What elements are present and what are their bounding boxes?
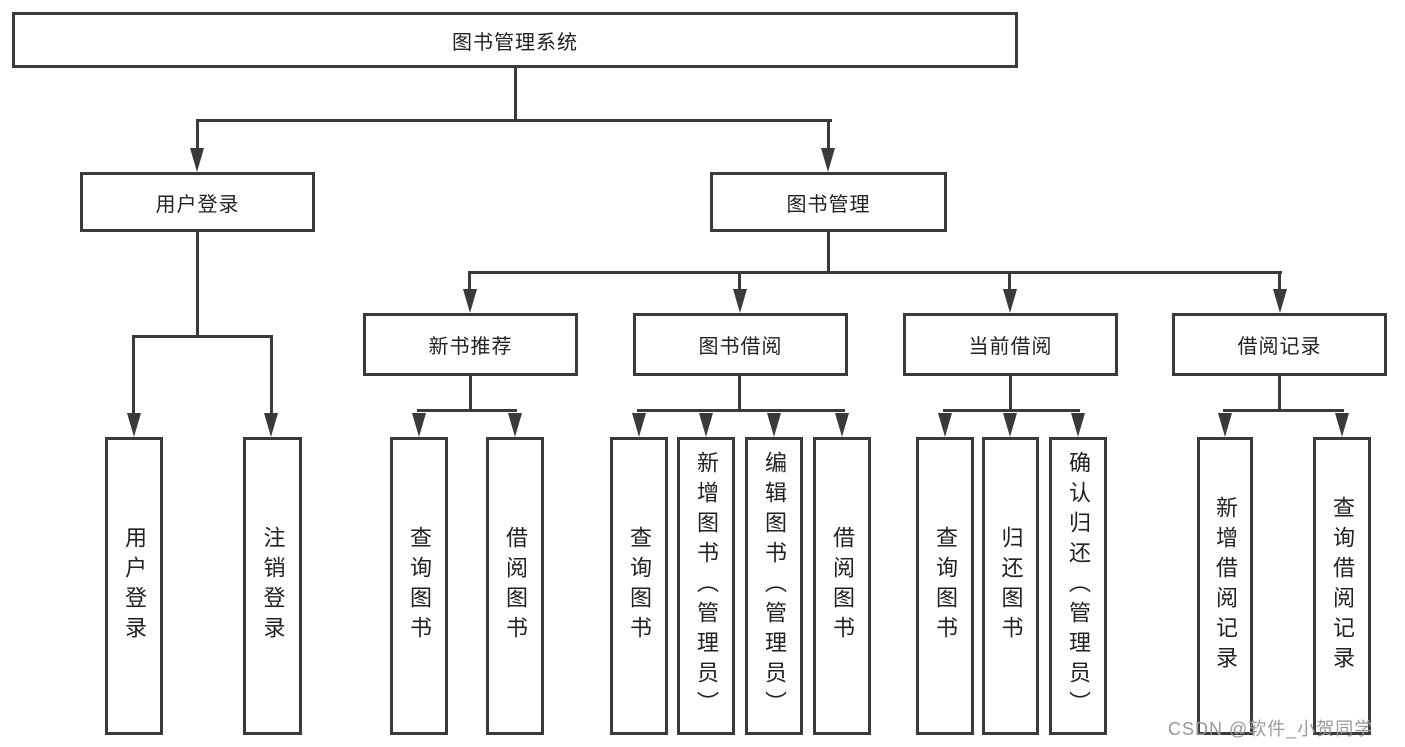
connector-g2-hbar xyxy=(417,409,517,412)
leaf-logout-label: 注销登录 xyxy=(260,526,286,646)
leaf-confirm-return-admin: 确认归还（管理员） xyxy=(1049,437,1107,735)
connector-login-leaf1-stem xyxy=(132,335,135,415)
node-book-mgmt: 图书管理 xyxy=(710,172,947,232)
leaf-logout: 注销登录 xyxy=(243,437,302,735)
arrowhead-borrow-record xyxy=(1273,289,1287,313)
connector-g5-hbar xyxy=(1223,409,1344,412)
connector-book-mgmt-stem xyxy=(827,119,830,150)
node-root-label: 图书管理系统 xyxy=(452,31,578,54)
arrowhead-g2-leaf2 xyxy=(508,413,522,437)
leaf-query-borrow-record-label: 查询借阅记录 xyxy=(1330,496,1355,676)
connector-l3-2-stem xyxy=(738,271,741,293)
node-borrow-record: 借阅记录 xyxy=(1172,313,1387,376)
node-current-borrow-label: 当前借阅 xyxy=(968,336,1053,358)
leaf-borrow-books-1-label: 借阅图书 xyxy=(503,526,528,646)
arrowhead-g2-leaf1 xyxy=(412,413,426,437)
arrowhead-g3-leaf3 xyxy=(767,413,781,437)
arrowhead-current-borrow xyxy=(1003,289,1017,313)
arrowhead-book-mgmt xyxy=(821,148,835,172)
leaf-add-book-admin: 新增图书（管理员） xyxy=(677,437,735,735)
connector-g3-stem xyxy=(738,376,741,412)
arrowhead-new-book xyxy=(463,289,477,313)
csdn-watermark: CSDN @软件_小贺同学 xyxy=(1168,719,1374,739)
connector-g4-hbar xyxy=(943,409,1080,412)
leaf-edit-book-admin: 编辑图书（管理员） xyxy=(745,437,803,735)
leaf-borrow-books-1: 借阅图书 xyxy=(486,437,544,735)
connector-l3-4-stem xyxy=(1278,271,1281,293)
node-book-borrow-label: 图书借阅 xyxy=(698,336,783,358)
connector-l3-3-stem xyxy=(1008,271,1011,293)
arrowhead-login-leaf2 xyxy=(264,413,278,437)
connector-login-leaf2-stem xyxy=(270,335,273,415)
connector-g2-stem xyxy=(469,376,472,412)
arrowhead-g5-leaf2 xyxy=(1335,413,1349,437)
leaf-query-books-1-label: 查询图书 xyxy=(407,526,432,646)
leaf-query-books-2-label: 查询图书 xyxy=(627,526,652,646)
connector-g5-stem xyxy=(1278,376,1281,412)
connector-g4-stem xyxy=(1009,376,1012,412)
node-book-borrow: 图书借阅 xyxy=(633,313,848,376)
leaf-return-books: 归还图书 xyxy=(982,437,1039,735)
leaf-query-borrow-record: 查询借阅记录 xyxy=(1313,437,1371,735)
leaf-query-books-3-label: 查询图书 xyxy=(933,526,958,646)
connector-root-stem xyxy=(514,68,517,121)
arrowhead-g5-leaf1 xyxy=(1218,413,1232,437)
arrowhead-g4-leaf1 xyxy=(938,413,952,437)
leaf-confirm-return-admin-label: 确认归还（管理员） xyxy=(1066,451,1091,721)
leaf-add-borrow-record: 新增借阅记录 xyxy=(1197,437,1253,735)
connector-l3-1-stem xyxy=(468,271,471,293)
connector-login-group-stem xyxy=(196,232,199,338)
node-new-book-recommend: 新书推荐 xyxy=(363,313,578,376)
connector-g3-hbar xyxy=(637,409,845,412)
node-borrow-record-label: 借阅记录 xyxy=(1237,336,1322,358)
arrowhead-g4-leaf2 xyxy=(1003,413,1017,437)
leaf-borrow-books-2: 借阅图书 xyxy=(813,437,871,735)
leaf-user-login: 用户登录 xyxy=(105,437,163,735)
arrowhead-g4-leaf3 xyxy=(1071,413,1085,437)
node-root: 图书管理系统 xyxy=(12,12,1018,68)
leaf-query-books-2: 查询图书 xyxy=(610,437,668,735)
arrowhead-g3-leaf2 xyxy=(699,413,713,437)
leaf-return-books-label: 归还图书 xyxy=(998,526,1024,646)
leaf-query-books-1: 查询图书 xyxy=(390,437,448,735)
arrowhead-g3-leaf4 xyxy=(835,413,849,437)
node-new-book-recommend-label: 新书推荐 xyxy=(428,336,513,358)
leaf-user-login-label: 用户登录 xyxy=(122,526,147,646)
node-user-login: 用户登录 xyxy=(80,172,315,232)
leaf-add-borrow-record-label: 新增借阅记录 xyxy=(1213,496,1238,676)
connector-mgmt-group-stem xyxy=(827,232,830,274)
node-book-mgmt-label: 图书管理 xyxy=(786,193,871,216)
leaf-borrow-books-2-label: 借阅图书 xyxy=(830,526,855,646)
arrowhead-login-leaf1 xyxy=(127,413,141,437)
leaf-edit-book-admin-label: 编辑图书（管理员） xyxy=(762,451,787,721)
connector-login-group-hbar xyxy=(133,335,273,338)
arrowhead-g3-leaf1 xyxy=(632,413,646,437)
node-user-login-label: 用户登录 xyxy=(155,193,240,216)
connector-mgmt-group-hbar xyxy=(469,271,1282,274)
leaf-add-book-admin-label: 新增图书（管理员） xyxy=(694,451,719,721)
leaf-query-books-3: 查询图书 xyxy=(916,437,974,735)
node-current-borrow: 当前借阅 xyxy=(903,313,1118,376)
connector-root-hbar xyxy=(196,119,832,122)
connector-user-login-stem xyxy=(196,119,199,150)
arrowhead-book-borrow xyxy=(733,289,747,313)
arrowhead-user-login xyxy=(190,148,204,172)
